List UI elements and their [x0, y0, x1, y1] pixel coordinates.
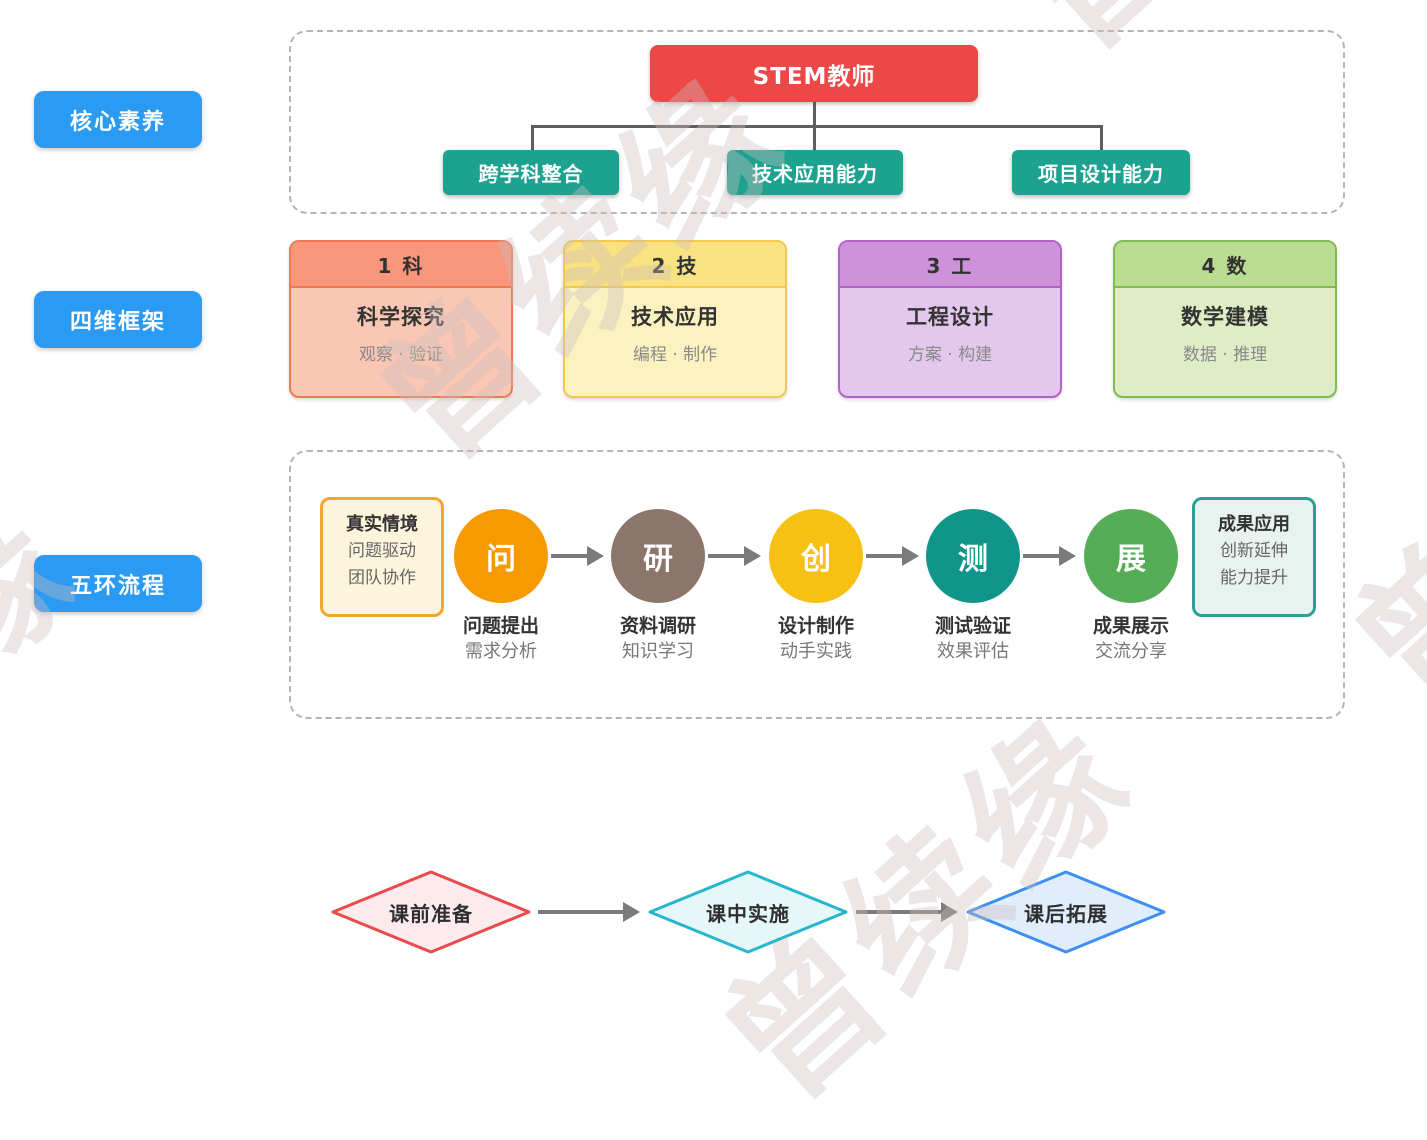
process-step-circle-research: 研: [611, 509, 705, 603]
process-step-circle-create: 创: [769, 509, 863, 603]
right-arrow-icon: [866, 546, 919, 566]
note-line: 团队协作: [348, 568, 416, 588]
core-competency-panel: STEM教师 跨学科整合 技术应用能力 项目设计能力: [289, 30, 1345, 214]
connector-line: [1100, 127, 1103, 151]
process-step-circle-show: 展: [1084, 509, 1178, 603]
card-header: 2 技: [565, 242, 785, 288]
step-subtitle: 动手实践: [780, 641, 852, 662]
connector-line: [531, 125, 1103, 128]
right-arrow-icon: [551, 546, 604, 566]
right-arrow-icon: [708, 546, 761, 566]
timeline-phase-during-class: 课中实施: [647, 870, 849, 954]
phase-label: 课中实施: [706, 901, 790, 926]
step-title: 问题提出: [462, 615, 539, 637]
step-subtitle: 需求分析: [465, 641, 537, 662]
process-step-label: 问题提出 需求分析: [431, 613, 571, 665]
tree-child-interdisciplinary-integration: 跨学科整合: [443, 150, 619, 195]
connector-line: [813, 127, 816, 151]
card-title: 技术应用: [631, 305, 719, 329]
card-subtitle: 数据 · 推理: [1182, 345, 1268, 365]
card-title: 数学建模: [1181, 305, 1269, 329]
watermark-text: 曾续缘: [0, 478, 111, 929]
connector-line: [531, 127, 534, 151]
note-title: 真实情境: [346, 514, 418, 535]
step-subtitle: 效果评估: [937, 641, 1009, 662]
process-step-circle-ask: 问: [454, 509, 548, 603]
framework-card-mathematics: 4 数 数学建模 数据 · 推理: [1113, 240, 1337, 398]
step-title: 资料调研: [619, 615, 696, 637]
right-arrow-icon: [538, 902, 640, 922]
timeline-phase-before-class: 课前准备: [330, 870, 532, 954]
timeline-phase-after-class: 课后拓展: [965, 870, 1167, 954]
process-step-label: 资料调研 知识学习: [588, 613, 728, 665]
process-input-note: 真实情境 问题驱动 团队协作: [320, 497, 444, 617]
process-step-label: 成果展示 交流分享: [1061, 613, 1201, 665]
framework-card-science: 1 科 科学探究 观察 · 验证: [289, 240, 513, 398]
card-title: 科学探究: [357, 305, 445, 329]
diamond-shape-icon: [966, 870, 1166, 954]
step-title: 设计制作: [777, 615, 854, 637]
process-step-circle-test: 测: [926, 509, 1020, 603]
step-title: 测试验证: [934, 615, 1011, 637]
phase-label: 课后拓展: [1024, 901, 1108, 926]
section-label-four-dimension-framework: 四维框架: [34, 291, 202, 348]
connector-line: [813, 102, 816, 127]
step-subtitle: 知识学习: [622, 641, 694, 662]
framework-card-technology: 2 技 技术应用 编程 · 制作: [563, 240, 787, 398]
card-header: 4 数: [1115, 242, 1335, 288]
process-panel: 真实情境 问题驱动 团队协作 问 研 创 测 展 问题提出 需求分析 资料调研 …: [289, 450, 1345, 719]
framework-card-engineering: 3 工 工程设计 方案 · 构建: [838, 240, 1062, 398]
process-output-note: 成果应用 创新延伸 能力提升: [1192, 497, 1316, 617]
diamond-shape-icon: [331, 870, 531, 954]
diamond-shape-icon: [648, 870, 848, 954]
right-arrow-icon: [1023, 546, 1076, 566]
section-label-core-competency: 核心素养: [34, 91, 202, 148]
card-header: 1 科: [291, 242, 511, 288]
section-label-five-ring-process: 五环流程: [34, 555, 202, 612]
note-line: 问题驱动: [348, 541, 416, 561]
step-subtitle: 交流分享: [1095, 641, 1167, 662]
note-line: 创新延伸: [1220, 541, 1288, 561]
card-subtitle: 编程 · 制作: [632, 345, 718, 365]
phase-label: 课前准备: [389, 901, 473, 926]
tree-root-stem-teacher: STEM教师: [650, 45, 978, 102]
right-arrow-icon: [856, 902, 958, 922]
card-title: 工程设计: [906, 305, 994, 329]
note-line: 能力提升: [1220, 568, 1288, 588]
card-header: 3 工: [840, 242, 1060, 288]
tree-child-technology-application: 技术应用能力: [727, 150, 903, 195]
tree-child-project-design: 项目设计能力: [1012, 150, 1190, 195]
card-subtitle: 方案 · 构建: [907, 345, 993, 365]
note-title: 成果应用: [1218, 514, 1290, 535]
process-step-label: 设计制作 动手实践: [746, 613, 886, 665]
process-step-label: 测试验证 效果评估: [903, 613, 1043, 665]
card-subtitle: 观察 · 验证: [358, 345, 444, 365]
step-title: 成果展示: [1092, 615, 1169, 637]
